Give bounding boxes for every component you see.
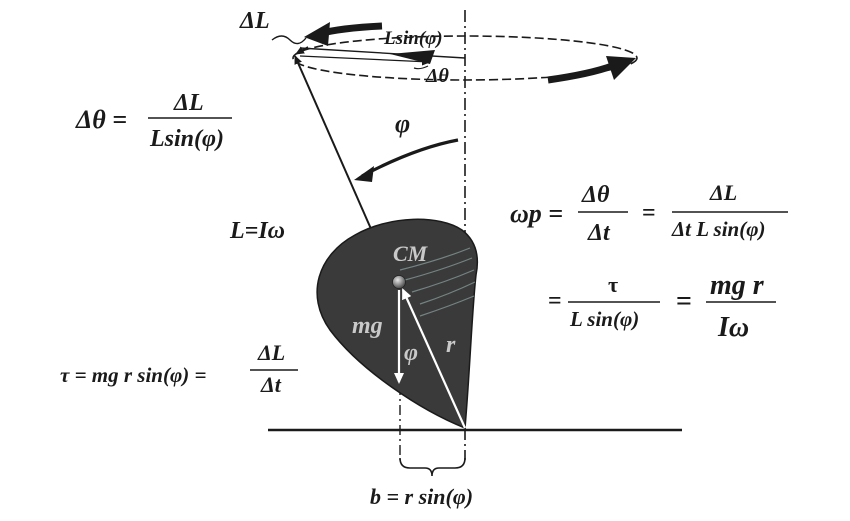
phi-arc-arrow-head: [354, 166, 374, 182]
phi-body-label: φ: [404, 340, 418, 366]
precession-arrow-left-head: [304, 22, 330, 46]
torque-lhs: τ = mg r sin(φ) =: [60, 363, 206, 387]
b-brace: [399, 457, 466, 477]
mg-label: mg: [352, 313, 383, 339]
precession-arrow-right-head: [606, 56, 636, 80]
dtheta-den: Lsin(φ): [149, 126, 224, 152]
center-of-mass: [392, 275, 406, 289]
L-vector: [294, 55, 376, 239]
r-label: r: [446, 332, 456, 358]
spinning-top-body: [316, 218, 479, 430]
radius-line-lower: [299, 55, 431, 66]
dtheta-lhs: Δθ =: [75, 105, 127, 134]
eq1: =: [642, 200, 656, 226]
frac1-den: Δt: [587, 220, 611, 246]
phi-angle-label: φ: [395, 109, 410, 138]
radius-line: [299, 47, 466, 59]
delta-L-label: ΔL: [239, 8, 270, 34]
frac3-num: τ: [608, 272, 618, 297]
precession-arrow-right: [547, 62, 614, 84]
cm-label: CM: [393, 241, 429, 266]
eq3: =: [676, 286, 692, 317]
b-equation: b = r sin(φ): [370, 484, 473, 509]
frac3-den: L sin(φ): [569, 307, 639, 331]
delta-theta-top-label: Δθ: [425, 65, 450, 87]
frac2-num: ΔL: [709, 180, 737, 205]
frac2-den: Δt L sin(φ): [671, 217, 766, 241]
Lsin-phi-label: Lsin(φ): [383, 28, 443, 49]
frac1-num: Δθ: [581, 182, 610, 208]
delta-L-leader: [271, 35, 307, 45]
phi-arc-arrow: [361, 138, 459, 178]
r-vector: [401, 288, 467, 429]
torque-num: ΔL: [257, 340, 285, 365]
eq2: =: [548, 288, 562, 314]
torque-den: Δt: [260, 372, 282, 397]
frac4-num: mg r: [710, 270, 765, 301]
angular-momentum-eq: L=Iω: [229, 218, 285, 244]
top-stripes: [399, 247, 476, 317]
frac4-den: Iω: [717, 312, 749, 343]
delta-L-arrow: [295, 46, 309, 55]
delta-theta-sector: [390, 50, 435, 64]
delta-theta-leader: [413, 65, 429, 70]
omega-p-lhs: ωp =: [510, 199, 563, 228]
dtheta-num: ΔL: [173, 90, 204, 116]
